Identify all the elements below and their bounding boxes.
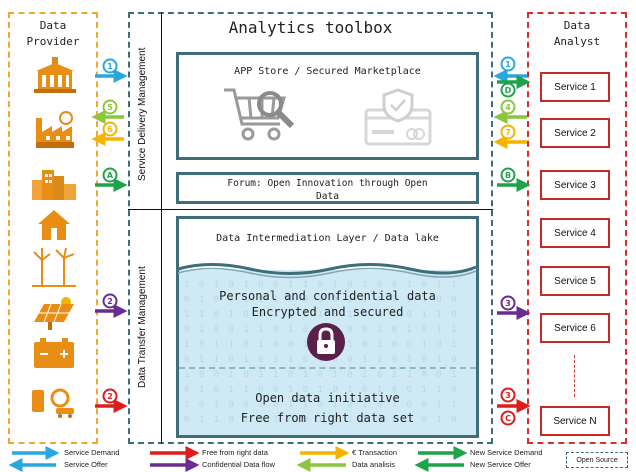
personal-line1: Personal and confidential data xyxy=(219,289,436,303)
solar-panel-icon xyxy=(34,297,74,330)
cart-search-icon xyxy=(224,88,295,141)
left-badge-5: 5 xyxy=(102,99,118,115)
data-provider-title: Data Provider xyxy=(8,18,98,50)
svg-text:B: B xyxy=(505,171,511,180)
left-badge-1: 1 xyxy=(102,58,118,74)
toolbox-title: Analytics toolbox xyxy=(228,18,393,37)
analyst-title-line1: Data xyxy=(563,19,591,32)
wind-turbines-icon xyxy=(32,247,76,287)
legend-transaction: € Transaction xyxy=(352,448,398,457)
forum-box: Forum: Open Innovation through Open Data xyxy=(176,172,479,204)
svg-text:D: D xyxy=(505,86,512,95)
provider-title-line1: Data xyxy=(39,19,67,32)
svg-text:3: 3 xyxy=(505,299,511,308)
svg-text:4: 4 xyxy=(505,103,511,112)
legend-arrows xyxy=(8,446,468,472)
right-badge-3-red: 3 xyxy=(500,387,516,403)
app-store-box xyxy=(176,52,479,160)
svg-text:7: 7 xyxy=(505,128,511,137)
legend-new-demand: New Service Demand xyxy=(470,448,543,457)
legend-service-demand: Service Demand xyxy=(64,448,120,457)
open-data-divider xyxy=(179,367,476,369)
data-analyst-title: Data Analyst xyxy=(527,18,627,50)
right-badge-3-purple: 3 xyxy=(500,295,516,311)
open-line1: Open data initiative xyxy=(255,391,400,405)
right-badge-c: C xyxy=(500,410,516,426)
personal-data-label: Personal and confidential data Encrypted… xyxy=(176,288,479,320)
legend-open-source-label: Open Source xyxy=(576,456,618,464)
right-badge-b: B xyxy=(500,167,516,183)
svg-text:2: 2 xyxy=(107,297,113,306)
personal-line2: Encrypted and secured xyxy=(251,305,404,319)
service-n-box: Service N xyxy=(540,406,610,436)
battery-icon xyxy=(34,338,74,368)
svg-text:6: 6 xyxy=(107,125,113,134)
svg-text:3: 3 xyxy=(505,391,511,400)
wave-line xyxy=(177,263,477,279)
left-badge-2-purple: 2 xyxy=(102,293,118,309)
data-provider-panel xyxy=(8,12,98,444)
service-5-box: Service 5 xyxy=(540,266,610,296)
government-building-icon xyxy=(34,57,76,93)
right-badge-d: D xyxy=(500,82,516,98)
svg-text:2: 2 xyxy=(107,392,113,401)
side-label-divider xyxy=(161,12,162,444)
open-data-label: Open data initiative Free from right dat… xyxy=(176,388,479,428)
legend-open-source: Open Source xyxy=(566,452,628,468)
secure-card-icon xyxy=(364,88,432,146)
section-divider xyxy=(128,209,493,210)
left-badge-2-red: 2 xyxy=(102,388,118,404)
analyst-title-line2: Analyst xyxy=(553,35,601,48)
intermediation-label: Data Intermediation Layer / Data lake xyxy=(216,233,439,244)
legend-new-offer: New Service Offer xyxy=(470,460,531,469)
svg-text:A: A xyxy=(107,171,114,180)
legend-service-offer: Service Offer xyxy=(64,460,108,469)
app-store-label: APP Store / Secured Marketplace xyxy=(234,66,421,77)
analytics-toolbox-panel xyxy=(128,12,493,444)
provider-title-line2: Provider xyxy=(26,35,80,48)
ev-charging-icon xyxy=(32,388,74,418)
factory-icon xyxy=(36,111,74,148)
service-6-box: Service 6 xyxy=(540,313,610,343)
service-3-box: Service 3 xyxy=(540,170,610,200)
legend-confidential: Confidential Data flow xyxy=(202,460,275,469)
svg-text:1: 1 xyxy=(107,62,113,71)
lock-icon xyxy=(307,323,345,361)
legend-analysis: Data analisis xyxy=(352,460,395,469)
open-line2: Free from right data set xyxy=(240,411,415,425)
forum-line2: Data xyxy=(316,191,339,202)
service-ellipsis-line xyxy=(574,355,575,397)
house-icon xyxy=(38,210,70,240)
left-badge-a: A xyxy=(102,167,118,183)
service-1-box: Service 1 xyxy=(540,72,610,102)
legend-free-from-right: Free from right data xyxy=(202,448,268,457)
forum-line1: Forum: Open Innovation through Open xyxy=(227,178,428,189)
service-4-box: Service 4 xyxy=(540,218,610,248)
svg-text:1: 1 xyxy=(505,60,511,69)
left-badge-6: 6 xyxy=(102,121,118,137)
data-lake-box xyxy=(176,216,479,438)
svg-text:C: C xyxy=(505,414,511,423)
right-badge-7: 7 xyxy=(500,124,516,140)
right-badge-1: 1 xyxy=(500,56,516,72)
data-analyst-panel xyxy=(527,12,627,444)
svg-text:5: 5 xyxy=(107,103,113,112)
city-buildings-icon xyxy=(32,170,76,200)
right-badge-4: 4 xyxy=(500,99,516,115)
service-2-box: Service 2 xyxy=(540,118,610,148)
